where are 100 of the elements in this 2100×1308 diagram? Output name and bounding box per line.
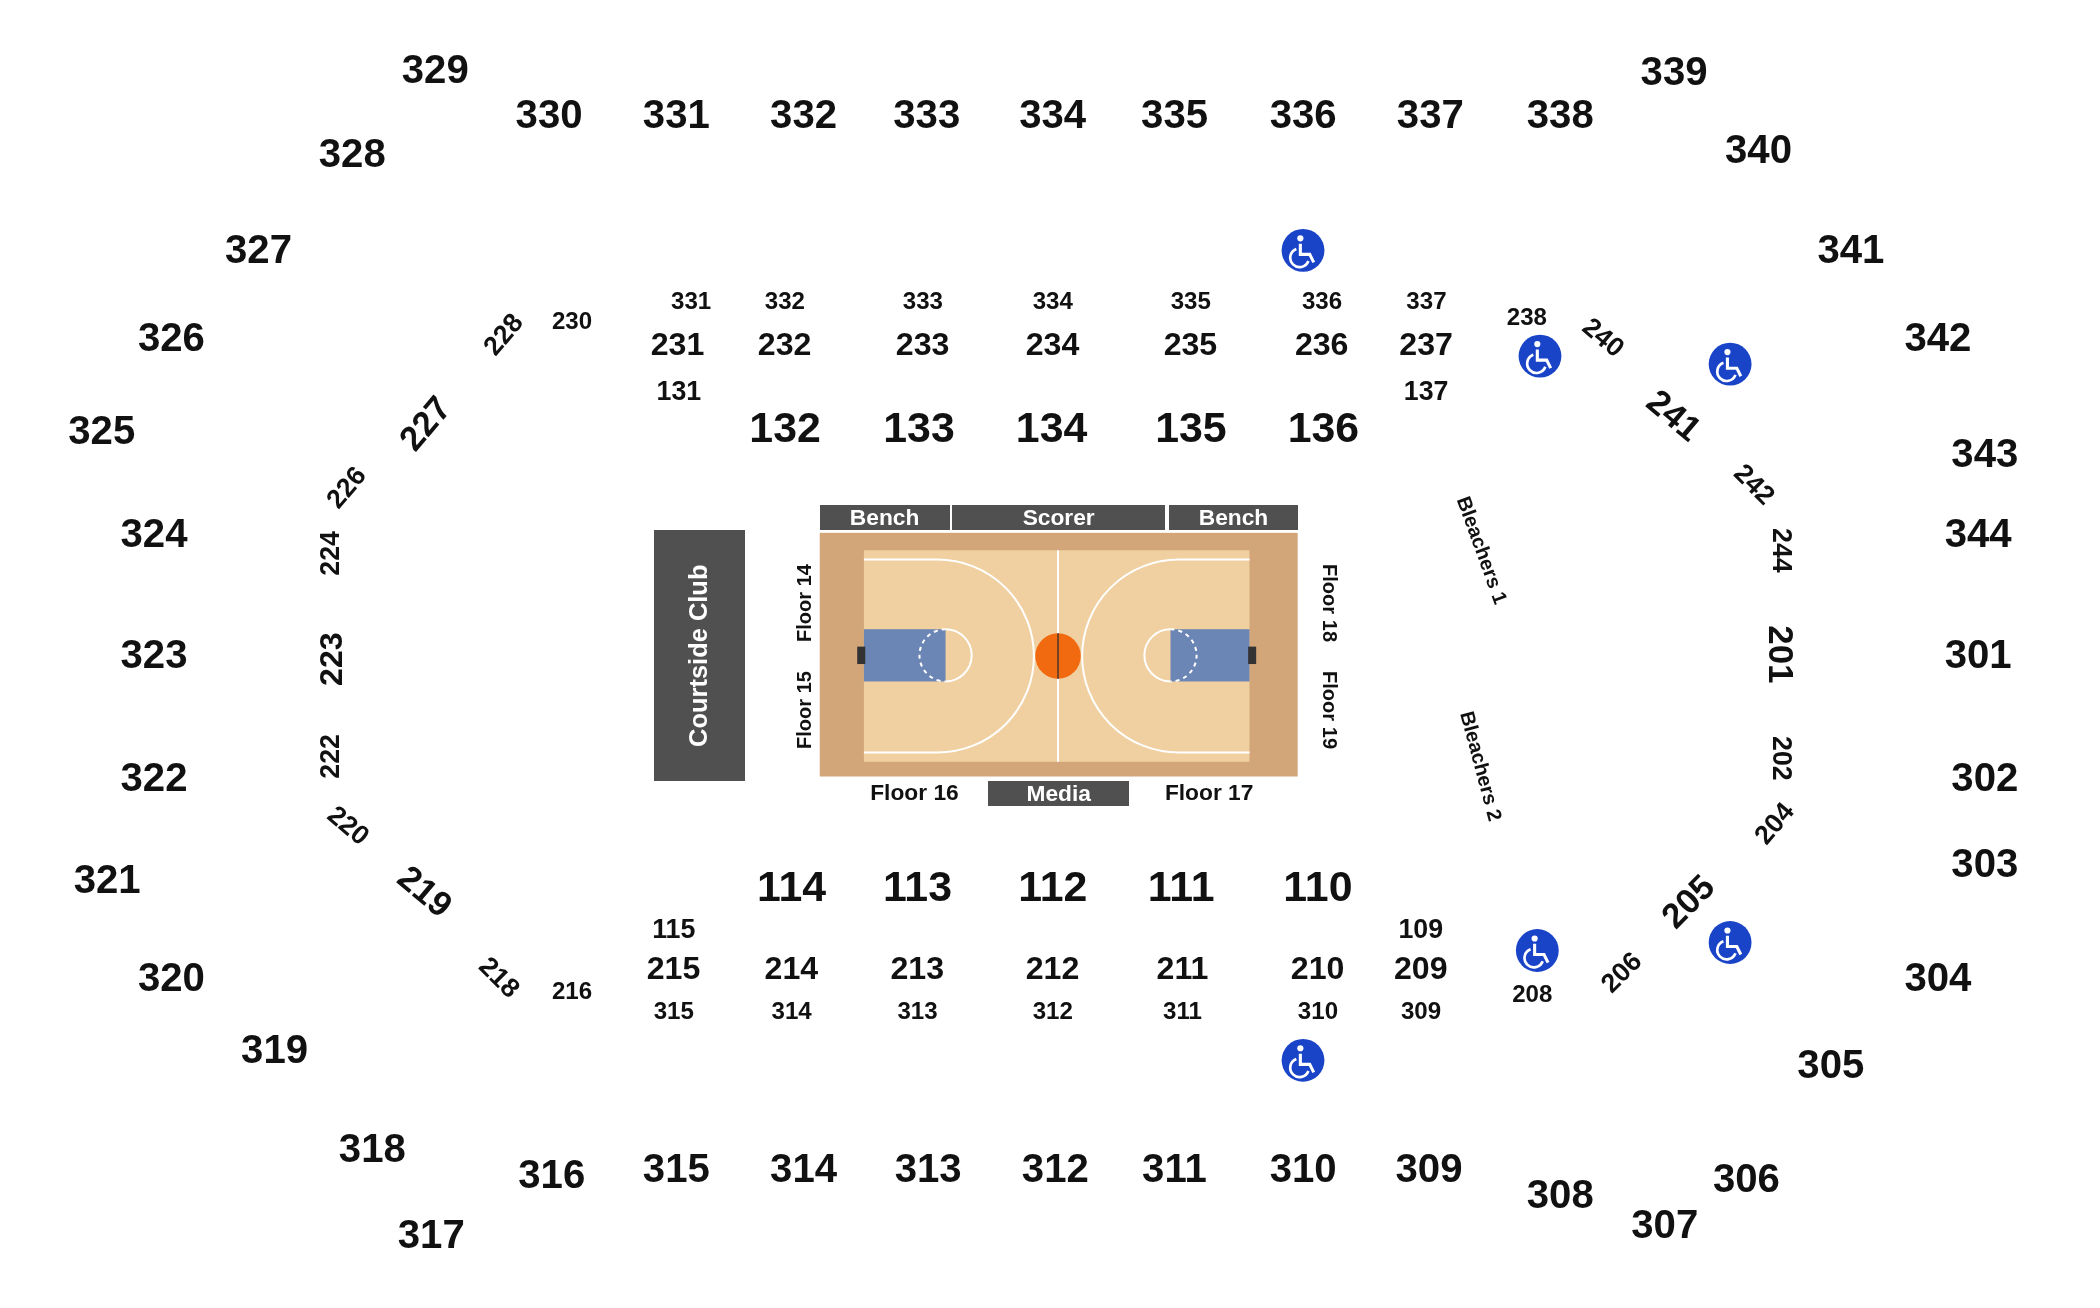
section-number: 309 (1400, 999, 1442, 1024)
section-number: 205 (1654, 868, 1721, 935)
section-number: 109 (1398, 915, 1444, 943)
section-number: 319 (241, 1030, 309, 1071)
section-number: 226 (322, 461, 372, 514)
section-number: 329 (401, 49, 469, 90)
section-block: Courtside Club (653, 530, 745, 781)
section-number: 335 (1170, 289, 1211, 314)
section-number: 318 (338, 1129, 406, 1170)
section-number: 209 (1393, 952, 1448, 985)
section-number: 136 (1287, 405, 1360, 449)
area-label: Floor 14 (793, 563, 814, 642)
section-number: 313 (897, 999, 938, 1024)
section-number: 330 (515, 95, 583, 136)
section-number: 218 (474, 952, 525, 1003)
section-number: 334 (1019, 95, 1087, 136)
section-number: 302 (1951, 758, 2019, 799)
section-number: 310 (1269, 1149, 1337, 1190)
section-number: 305 (1797, 1044, 1865, 1085)
section-number: 322 (120, 758, 188, 799)
area-label: Floor 17 (1164, 781, 1254, 805)
section-number: 111 (1147, 865, 1215, 908)
section-number: 301 (1944, 634, 2012, 676)
section-number: 334 (1032, 289, 1073, 314)
section-number: 314 (771, 999, 812, 1024)
section-number: 344 (1944, 514, 2012, 555)
section-number: 215 (646, 952, 701, 985)
section-number: 308 (1526, 1174, 1594, 1215)
section-number: 228 (478, 309, 528, 361)
section-number: 114 (757, 865, 827, 908)
section-number: 312 (1021, 1149, 1089, 1190)
section-number: 113 (882, 865, 953, 908)
section-number: 311 (1142, 1149, 1207, 1190)
section-number: 220 (322, 800, 374, 850)
section-number: 315 (653, 999, 694, 1024)
section-number: 341 (1817, 230, 1885, 271)
area-label: Floor 18 (1319, 563, 1340, 642)
section-number: 137 (1403, 377, 1449, 405)
section-number: 232 (757, 328, 812, 361)
section-number: 219 (391, 859, 459, 924)
section-number: 204 (1749, 797, 1799, 850)
section-number: 336 (1301, 289, 1343, 314)
section-number: 131 (656, 377, 702, 405)
section-number: 133 (883, 405, 955, 449)
section-number: 233 (895, 328, 950, 361)
section-number: 316 (518, 1154, 586, 1195)
section-number: 214 (764, 952, 819, 985)
section-number: 328 (318, 134, 386, 175)
section-number: 303 (1951, 843, 2019, 884)
section-number: 223 (314, 632, 347, 686)
section-block: Bench (1169, 504, 1298, 531)
section-number: 206 (1596, 946, 1647, 998)
section-number: 340 (1724, 130, 1792, 171)
section-number: 315 (642, 1149, 710, 1190)
section-number: 236 (1294, 328, 1349, 361)
section-number: 237 (1399, 328, 1453, 361)
section-number: 240 (1577, 312, 1629, 362)
section-number: 307 (1631, 1205, 1699, 1246)
section-number: 331 (642, 95, 710, 136)
section-number: 242 (1729, 459, 1780, 510)
section-number: 202 (1767, 735, 1795, 781)
section-number: 244 (1767, 528, 1795, 573)
section-number: 313 (894, 1149, 962, 1190)
section-number: 231 (650, 328, 705, 361)
section-number: 213 (890, 952, 944, 985)
section-number: 304 (1904, 957, 1972, 998)
section-number: 342 (1904, 317, 1972, 358)
section-number: 311 (1163, 999, 1202, 1024)
area-label: Floor 19 (1319, 670, 1340, 749)
section-number: 132 (749, 405, 821, 449)
area-label: Bleachers 2 (1456, 709, 1506, 824)
section-number: 135 (1155, 405, 1227, 449)
section-number: 309 (1395, 1149, 1463, 1190)
section-number: 332 (764, 289, 805, 314)
section-number: 241 (1640, 383, 1708, 448)
section-number: 112 (1018, 865, 1088, 908)
section-number: 208 (1512, 981, 1553, 1006)
section-number: 110 (1283, 865, 1353, 908)
section-number: 332 (770, 95, 838, 136)
section-number: 336 (1269, 95, 1337, 136)
section-number: 331 (671, 289, 712, 314)
section-number: 235 (1163, 328, 1218, 361)
section-number: 115 (652, 915, 696, 943)
section-number: 333 (902, 289, 943, 314)
section-number: 238 (1506, 305, 1547, 330)
area-label: Floor 15 (793, 670, 814, 749)
section-number: 312 (1032, 999, 1073, 1024)
section-number: 339 (1640, 52, 1708, 93)
section-number: 326 (137, 317, 205, 358)
section-number: 234 (1025, 328, 1080, 361)
section-number: 323 (120, 634, 188, 676)
section-number: 317 (397, 1214, 465, 1255)
section-block: Scorer (952, 504, 1166, 531)
section-number: 201 (1763, 625, 1799, 684)
section-block: Bench (819, 504, 950, 531)
section-number: 211 (1156, 952, 1209, 985)
section-number: 134 (1015, 405, 1088, 449)
area-label: Floor 16 (870, 781, 959, 805)
section-number: 335 (1141, 95, 1209, 136)
section-number: 210 (1290, 952, 1345, 985)
